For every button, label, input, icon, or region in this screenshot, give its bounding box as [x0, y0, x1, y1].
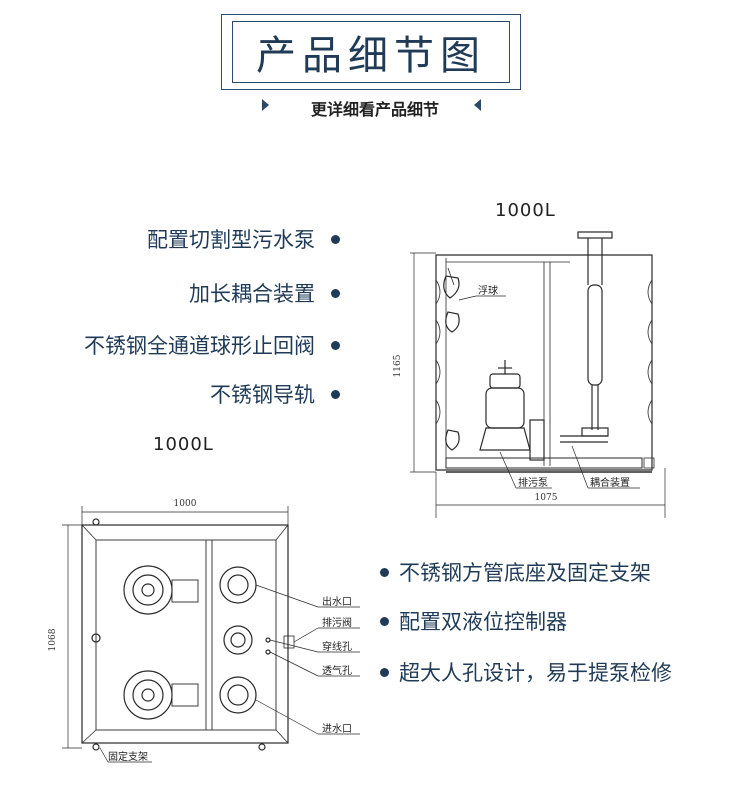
label-coupling: 耦合装置	[590, 476, 630, 489]
label-float: 浮球	[478, 284, 498, 297]
top-height-dim: 1068	[48, 628, 58, 651]
feature-left-4: 不锈钢导轨	[210, 379, 340, 409]
bullet-dot-icon	[331, 288, 340, 298]
feature-text: 超大人孔设计，易于提泵检修	[399, 661, 672, 685]
feature-left-2: 加长耦合装置	[189, 278, 340, 308]
page-title: 产品细节图	[256, 33, 486, 79]
label-vent-hole: 透气孔	[322, 664, 352, 677]
top-width-dim: 1000	[174, 499, 197, 509]
feature-text: 配置切割型污水泵	[147, 228, 315, 252]
label-inlet: 进水口	[322, 723, 352, 735]
feature-left-3: 不锈钢全通道球形止回阀	[84, 330, 340, 360]
label-drain-valve: 排污阀	[322, 616, 352, 629]
triangle-left-icon	[474, 99, 481, 111]
top-view-capacity: 1000L	[153, 434, 214, 455]
page-subtitle: 更详细看产品细节	[310, 100, 439, 119]
label-bracket: 固定支架	[108, 750, 148, 763]
label-pump: 排污泵	[518, 476, 548, 489]
tank-body	[435, 254, 653, 471]
label-outlet: 出水口	[322, 595, 352, 608]
feature-text: 加长耦合装置	[189, 282, 315, 306]
side-width-dim: 1075	[535, 493, 558, 503]
feature-right-3: 超大人孔设计，易于提泵检修	[380, 657, 672, 687]
feature-left-1: 配置切割型污水泵	[147, 224, 340, 254]
bullet-dot-icon	[380, 567, 389, 577]
feature-right-1: 不锈钢方管底座及固定支架	[380, 557, 651, 587]
triangle-right-icon	[262, 99, 269, 111]
title-inner-border: 产品细节图	[232, 21, 510, 83]
title-frame: 产品细节图	[221, 14, 521, 90]
bullet-dot-icon	[331, 234, 340, 244]
bullet-dot-icon	[331, 340, 340, 350]
bullet-dot-icon	[380, 667, 389, 677]
outer-frame	[81, 524, 289, 744]
feature-text: 不锈钢方管底座及固定支架	[399, 561, 651, 585]
feature-right-2: 配置双液位控制器	[380, 606, 567, 636]
bullet-dot-icon	[331, 389, 340, 399]
top-view-drawing	[62, 506, 360, 763]
feature-text: 不锈钢全通道球形止回阀	[84, 334, 315, 358]
label-cable-hole: 穿线孔	[322, 640, 352, 653]
bullet-dot-icon	[380, 616, 389, 626]
side-height-dim: 1165	[393, 354, 403, 377]
title-outer-border	[221, 14, 521, 90]
feature-text: 配置双液位控制器	[399, 610, 567, 634]
side-view-capacity: 1000L	[495, 200, 556, 221]
side-view-drawing	[410, 231, 666, 518]
feature-text: 不锈钢导轨	[210, 383, 315, 407]
